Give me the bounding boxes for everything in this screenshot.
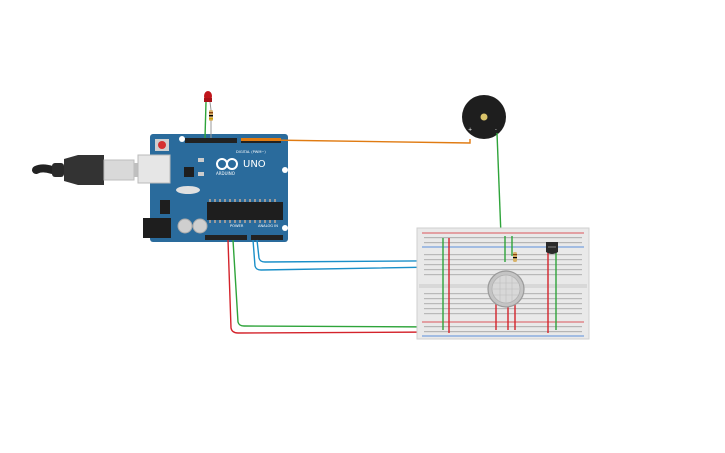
board-model: UNO (243, 159, 266, 170)
usb-cable[interactable] (32, 155, 140, 185)
wires (227, 132, 557, 334)
gas-sensor[interactable] (487, 270, 525, 308)
arduino-logo (216, 158, 238, 170)
wire-red-power[interactable] (227, 239, 441, 334)
power-label: POWER (230, 224, 244, 228)
wire-green-buzzer[interactable] (496, 132, 502, 237)
arduino-uno-board[interactable]: DIGITAL (PWM~) UNO ARDUINO (137, 134, 288, 242)
wire-blue-a1[interactable] (252, 239, 497, 271)
wire-orange[interactable] (267, 139, 471, 144)
board-brand: ARDUINO (216, 171, 235, 176)
digital-label: DIGITAL (PWM~) (236, 150, 266, 154)
led-red[interactable] (204, 91, 212, 139)
piezo-buzzer[interactable]: + - (462, 95, 506, 139)
breadboard-resistor[interactable] (513, 252, 517, 262)
svg-text:+: + (468, 127, 472, 133)
wire-blue-a0[interactable] (256, 239, 557, 263)
temperature-sensor[interactable] (546, 242, 558, 254)
wire-green-ground[interactable] (232, 239, 441, 328)
resistor[interactable] (209, 110, 213, 138)
svg-text:-: - (495, 127, 497, 133)
analog-label: ANALOG IN (258, 224, 278, 228)
